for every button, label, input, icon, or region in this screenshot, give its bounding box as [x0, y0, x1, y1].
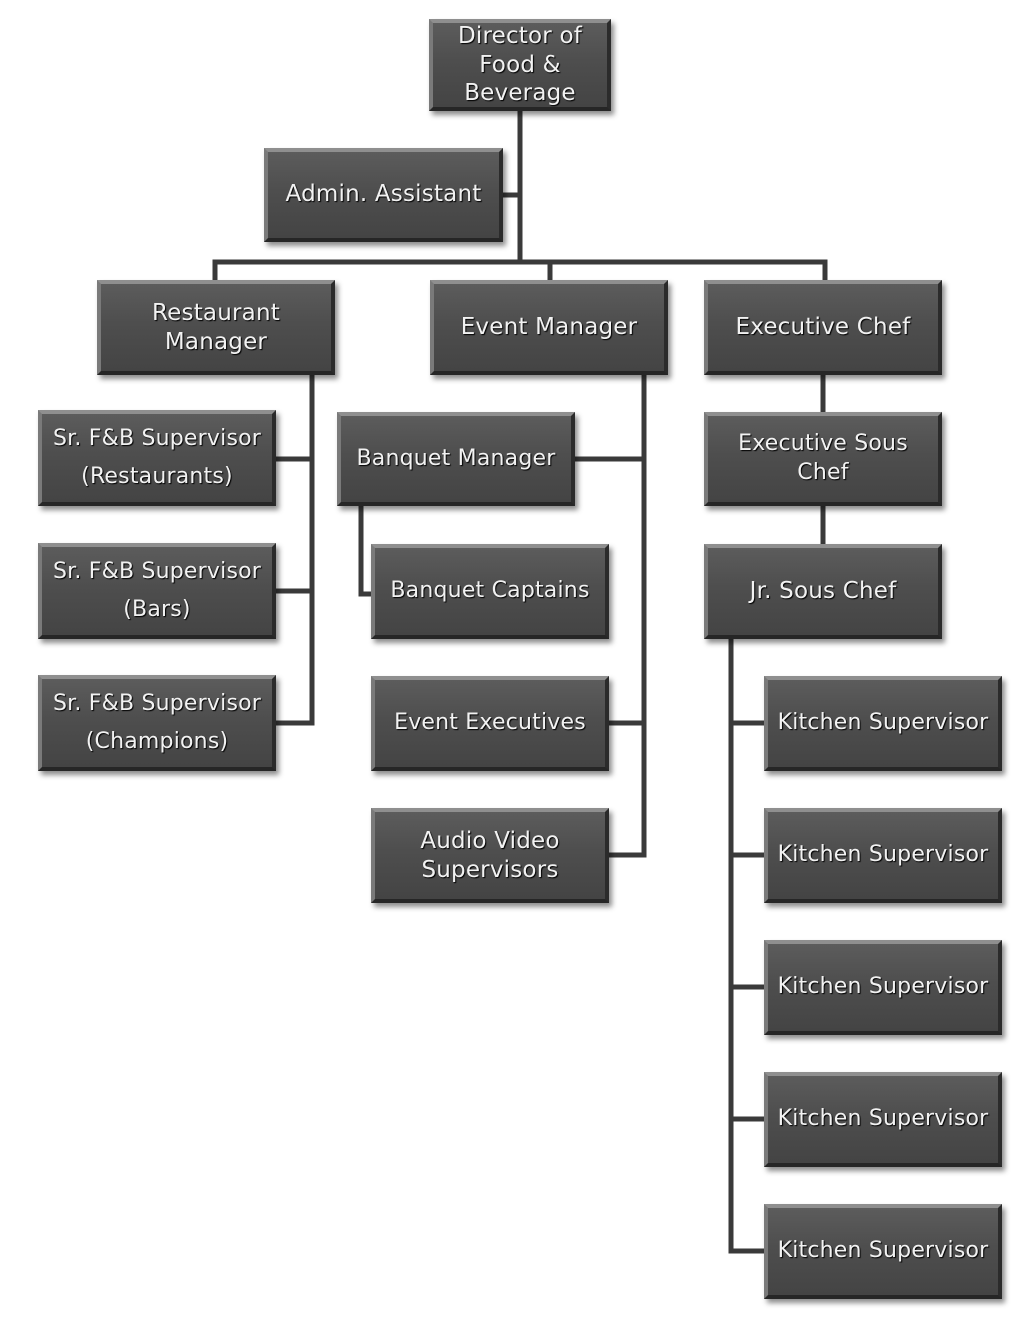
node-executive-chef: Executive Chef: [704, 280, 942, 375]
node-banquet-manager: Banquet Manager: [337, 412, 575, 506]
node-label: Banquet Captains: [390, 578, 590, 604]
node-executive-sous-chef: Executive Sous Chef: [704, 412, 942, 506]
node-sr-fb-supervisor-champions: Sr. F&B Supervisor (Champions): [38, 675, 276, 771]
node-label: Kitchen Supervisor: [777, 710, 989, 736]
node-label: Event Executives: [394, 710, 586, 736]
node-event-executives: Event Executives: [371, 676, 609, 771]
node-label: Kitchen Supervisor: [777, 842, 989, 868]
node-admin-assistant: Admin. Assistant: [264, 148, 503, 242]
node-label: Executive Chef: [735, 313, 911, 340]
node-jr-sous-chef: Jr. Sous Chef: [704, 544, 942, 639]
node-label: Kitchen Supervisor: [777, 974, 989, 1000]
node-sr-fb-supervisor-bars: Sr. F&B Supervisor (Bars): [38, 543, 276, 639]
node-label: Admin. Assistant: [285, 181, 482, 208]
node-label: Director of Food & Beverage: [457, 22, 583, 107]
node-sr-fb-supervisor-restaurants: Sr. F&B Supervisor (Restaurants): [38, 410, 276, 506]
node-director: Director of Food & Beverage: [429, 19, 611, 111]
node-label: Kitchen Supervisor: [777, 1238, 989, 1264]
node-kitchen-supervisor-5: Kitchen Supervisor: [764, 1204, 1002, 1299]
node-kitchen-supervisor-1: Kitchen Supervisor: [764, 676, 1002, 771]
node-kitchen-supervisor-2: Kitchen Supervisor: [764, 808, 1002, 903]
node-label: Sr. F&B Supervisor (Restaurants): [52, 425, 262, 490]
node-kitchen-supervisor-4: Kitchen Supervisor: [764, 1072, 1002, 1167]
node-restaurant-manager: Restaurant Manager: [97, 280, 335, 375]
node-label: Restaurant Manager: [152, 299, 280, 355]
node-label: Banquet Manager: [356, 445, 556, 471]
node-event-manager: Event Manager: [430, 280, 668, 375]
node-label: Executive Sous Chef: [738, 431, 908, 485]
node-audio-video-supervisors: Audio Video Supervisors: [371, 808, 609, 903]
node-banquet-captains: Banquet Captains: [371, 544, 609, 639]
node-label: Kitchen Supervisor: [777, 1106, 989, 1132]
node-label: Sr. F&B Supervisor (Bars): [52, 558, 262, 623]
node-label: Event Manager: [460, 313, 638, 340]
node-label: Sr. F&B Supervisor (Champions): [52, 690, 262, 755]
node-kitchen-supervisor-3: Kitchen Supervisor: [764, 940, 1002, 1035]
node-label: Jr. Sous Chef: [749, 577, 897, 604]
node-label: Audio Video Supervisors: [420, 827, 560, 883]
